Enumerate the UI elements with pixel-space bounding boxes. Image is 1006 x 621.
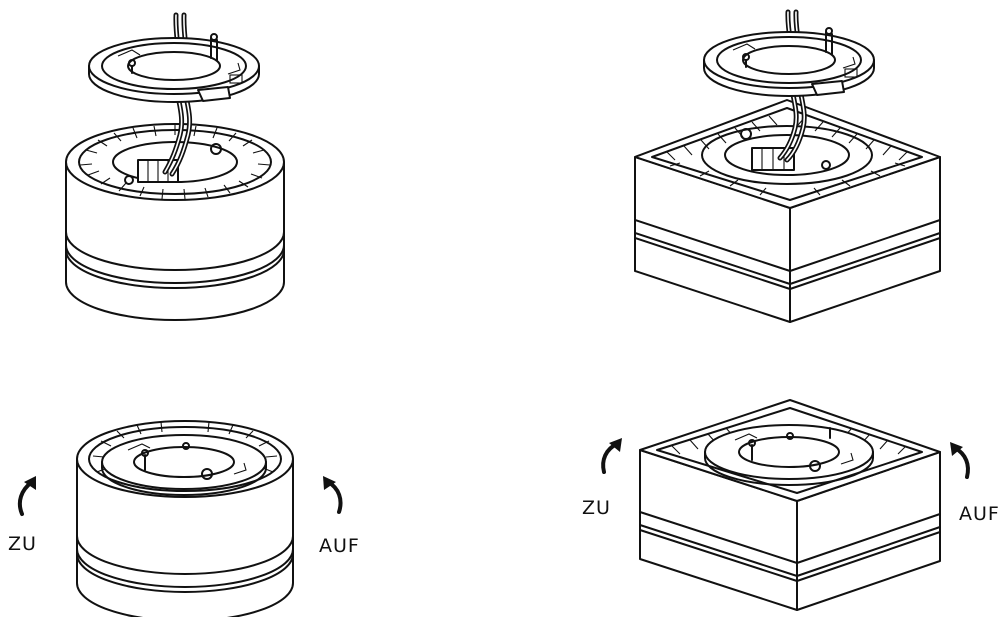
rotate-close-arrow-right bbox=[601, 438, 622, 474]
rotate-open-arrow-right bbox=[950, 442, 970, 479]
label-close-left: ZU bbox=[8, 533, 37, 555]
mounting-plate bbox=[703, 27, 875, 97]
rotate-open-arrow-left bbox=[323, 476, 343, 514]
label-open-left: AUF bbox=[319, 535, 360, 557]
round-base-body bbox=[65, 123, 285, 321]
round-base-assembly-closed bbox=[76, 420, 294, 621]
label-open-right: AUF bbox=[959, 503, 1000, 525]
square-base-body bbox=[634, 99, 941, 323]
square-base-assembly-open bbox=[634, 9, 941, 323]
mounting-plate bbox=[88, 33, 260, 103]
round-base-assembly-open bbox=[65, 12, 285, 321]
square-base-assembly-closed bbox=[639, 399, 941, 611]
label-close-right: ZU bbox=[582, 497, 611, 519]
rotate-close-arrow-left bbox=[17, 476, 36, 516]
